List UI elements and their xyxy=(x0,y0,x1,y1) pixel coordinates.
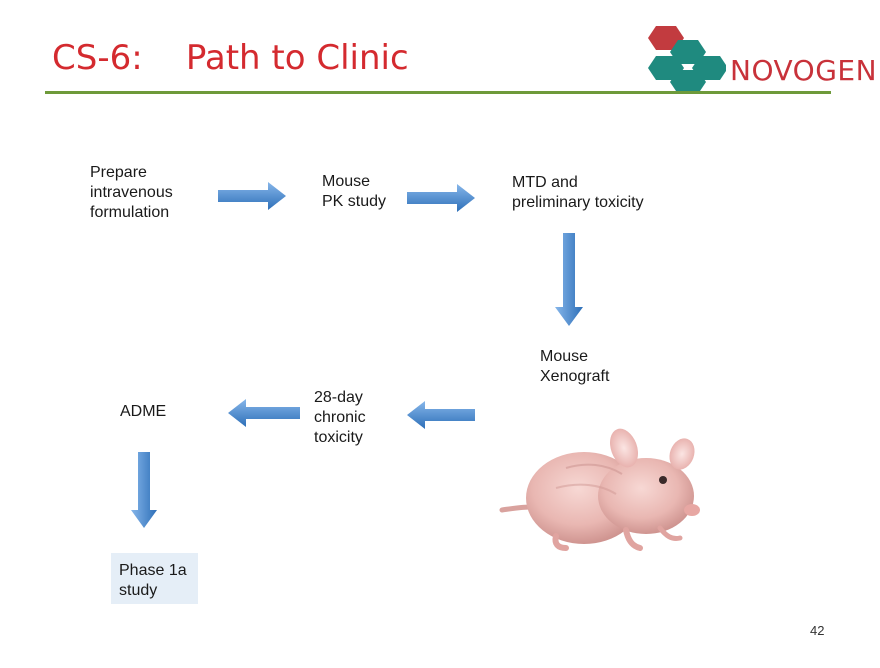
step-prepare-line-1: Prepare xyxy=(90,164,147,181)
phase-1a-box xyxy=(111,553,198,604)
arrow-right-icon xyxy=(407,184,475,212)
step-mouse-pk-line-1: Mouse xyxy=(322,173,371,190)
arrow-down-icon xyxy=(555,233,583,326)
step-adme-line-1: ADME xyxy=(120,403,167,420)
step-prepare-formulation: Prepare intravenous formulation xyxy=(90,163,173,223)
step-xenograft-line-1: Mouse xyxy=(540,348,589,365)
step-mtd-line-1: MTD and xyxy=(512,174,578,191)
step-xenograft-line-2: Xenograft xyxy=(540,368,610,385)
arrow-right-icon xyxy=(218,182,286,210)
step-mtd-toxicity: MTD and preliminary toxicity xyxy=(512,173,644,213)
step-phase-line-2: study xyxy=(119,582,158,599)
title-divider xyxy=(45,91,831,94)
step-phase-line-1: Phase 1a xyxy=(119,562,187,579)
nude-mouse-image xyxy=(499,428,700,551)
step-mouse-xenograft: Mouse Xenograft xyxy=(540,347,609,387)
step-prepare-line-3: formulation xyxy=(90,204,170,221)
page-number: 42 xyxy=(810,623,825,638)
step-prepare-line-2: intravenous xyxy=(90,184,173,201)
step-chronic-line-3: toxicity xyxy=(314,429,363,446)
step-mtd-line-2: preliminary toxicity xyxy=(512,194,644,211)
step-mouse-pk-line-2: PK study xyxy=(322,193,387,210)
step-phase-1a: Phase 1a study xyxy=(119,561,187,601)
arrow-down-icon xyxy=(131,452,157,528)
step-mouse-pk: Mouse PK study xyxy=(322,172,386,212)
arrow-left-icon xyxy=(228,399,300,427)
logo-text: NOVOGEN xyxy=(730,54,878,87)
step-chronic-line-1: 28-day xyxy=(314,389,363,406)
step-chronic-toxicity: 28-day chronic toxicity xyxy=(314,388,366,448)
step-adme: ADME xyxy=(120,402,166,422)
step-chronic-line-2: chronic xyxy=(314,409,366,426)
novogen-logo-icon xyxy=(648,26,726,94)
arrow-left-icon xyxy=(407,401,475,429)
slide-title: CS-6: Path to Clinic xyxy=(52,38,409,78)
